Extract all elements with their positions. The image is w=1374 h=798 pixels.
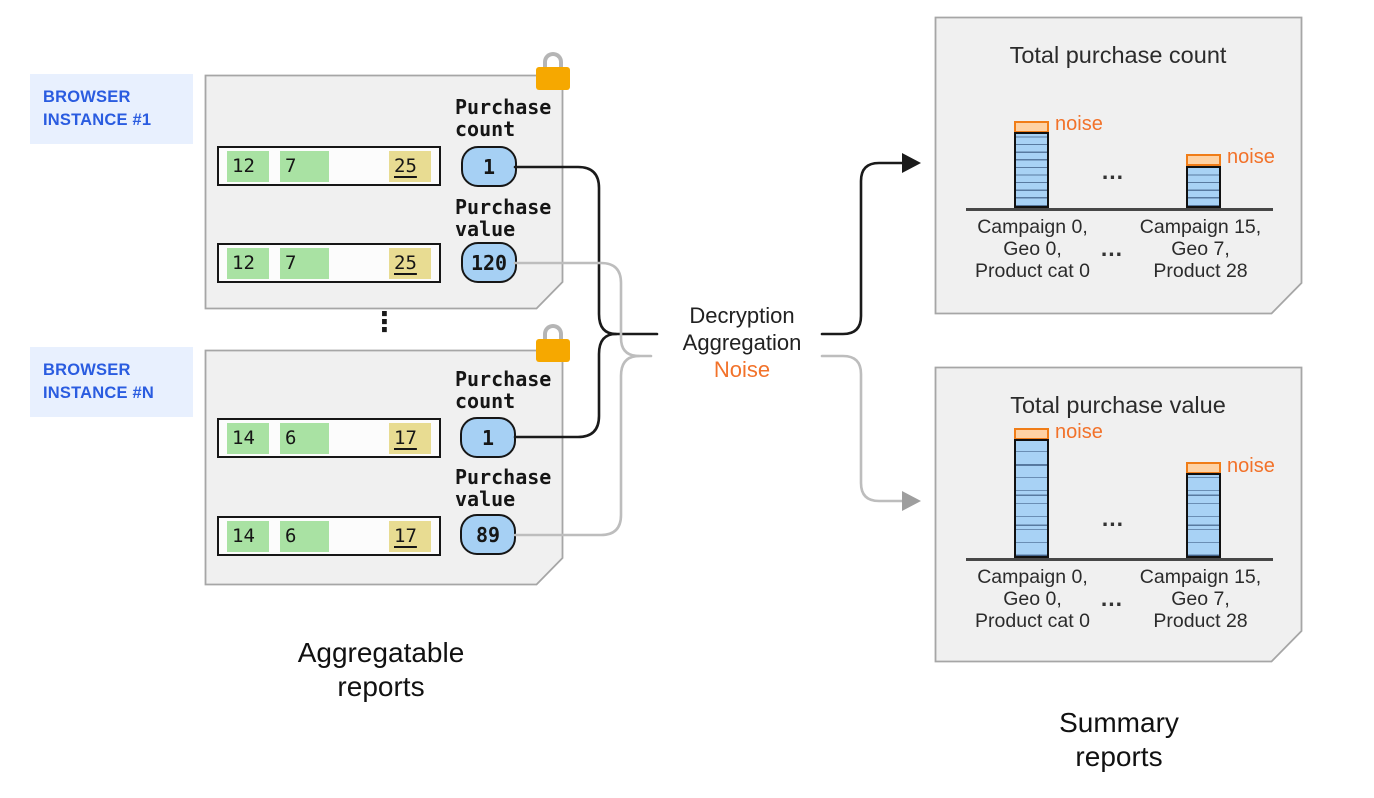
aggregatable-reports-caption: Aggregatable reports bbox=[297, 637, 465, 702]
arrowhead-count bbox=[902, 153, 921, 173]
purchase-value-label: Purchase value bbox=[455, 465, 552, 511]
bucket-cell-highlight: 25 bbox=[389, 247, 431, 279]
purchase-count-pill: 1 bbox=[460, 417, 516, 458]
browser-instance-1-line2: INSTANCE #1 bbox=[43, 110, 152, 129]
purchase-count-label: Purchase count bbox=[455, 367, 552, 413]
x-labels-ellipsis: ... bbox=[1100, 235, 1124, 261]
browser-instance-n-line1: BROWSER bbox=[43, 361, 131, 379]
x-label-group-2: Campaign 15, Geo 7, Product 28 bbox=[1139, 216, 1262, 282]
x-label-group-1: Campaign 0, Geo 0, Product cat 0 bbox=[975, 566, 1090, 632]
count-bar-2 bbox=[1186, 166, 1221, 208]
bucket-cell: 14 bbox=[227, 422, 269, 454]
bars-ellipsis: ... bbox=[1101, 505, 1125, 531]
histogram-row: 12 7 25 bbox=[217, 243, 441, 283]
summary-reports-caption: Summary reports bbox=[1059, 707, 1179, 772]
bucket-cell-highlight: 17 bbox=[389, 422, 431, 454]
pipeline-step-decryption: Decryption bbox=[689, 303, 795, 328]
count-bar-1 bbox=[1014, 132, 1049, 208]
arrowhead-value bbox=[902, 491, 921, 511]
lock-icon bbox=[536, 52, 570, 90]
purchase-value-pill: 120 bbox=[461, 242, 517, 283]
x-label-group-2: Campaign 15, Geo 7, Product 28 bbox=[1139, 566, 1262, 632]
lock-body bbox=[536, 67, 570, 90]
purchase-value-pill: 89 bbox=[460, 514, 516, 555]
bucket-cell: 6 bbox=[280, 520, 329, 552]
purchase-count-pill: 1 bbox=[461, 146, 517, 187]
histogram-row: 12 7 25 bbox=[217, 146, 441, 186]
summary-count-title: Total purchase count bbox=[1009, 42, 1227, 68]
bucket-cell: 7 bbox=[280, 150, 329, 182]
lock-shackle bbox=[543, 52, 563, 72]
x-axis bbox=[966, 558, 1273, 561]
histogram-row: 14 6 17 bbox=[217, 516, 441, 556]
bars-ellipsis: ... bbox=[1101, 158, 1125, 184]
bucket-cell: 7 bbox=[280, 247, 329, 279]
bucket-cell-highlight: 17 bbox=[389, 520, 431, 552]
bucket-cell-highlight: 25 bbox=[389, 150, 431, 182]
x-axis bbox=[966, 208, 1273, 211]
vertical-ellipsis: ⋮ bbox=[371, 307, 398, 338]
histogram-row: 14 6 17 bbox=[217, 418, 441, 458]
noise-label: noise bbox=[1227, 455, 1275, 477]
bucket-cell: 12 bbox=[227, 150, 269, 182]
x-labels-ellipsis: ... bbox=[1100, 585, 1124, 611]
connector-count-1 bbox=[513, 165, 659, 336]
noise-label: noise bbox=[1227, 146, 1275, 168]
value-bar-1 bbox=[1014, 439, 1049, 558]
lock-body bbox=[536, 339, 570, 362]
bucket-cell: 12 bbox=[227, 247, 269, 279]
value-bar-2 bbox=[1186, 473, 1221, 558]
purchase-value-label: Purchase value bbox=[455, 195, 552, 241]
noise-cap bbox=[1186, 154, 1221, 166]
bucket-cell: 6 bbox=[280, 422, 329, 454]
bucket-cell: 14 bbox=[227, 520, 269, 552]
browser-instance-1-line1: BROWSER bbox=[43, 88, 131, 106]
pipeline-step-noise: Noise bbox=[713, 357, 771, 382]
pipeline-steps: Decryption Aggregation Noise bbox=[649, 302, 835, 383]
browser-instance-n-label: BROWSER INSTANCE #N bbox=[30, 347, 193, 417]
noise-label: noise bbox=[1055, 113, 1103, 135]
noise-label: noise bbox=[1055, 421, 1103, 443]
pipeline-step-aggregation: Aggregation bbox=[682, 330, 802, 355]
summary-value-title: Total purchase value bbox=[1010, 392, 1226, 418]
lock-icon bbox=[536, 324, 570, 362]
browser-instance-n-line2: INSTANCE #N bbox=[43, 383, 154, 402]
x-label-group-1: Campaign 0, Geo 0, Product cat 0 bbox=[975, 216, 1090, 282]
purchase-count-label: Purchase count bbox=[455, 95, 552, 141]
browser-instance-1-label: BROWSER INSTANCE #1 bbox=[30, 74, 193, 144]
